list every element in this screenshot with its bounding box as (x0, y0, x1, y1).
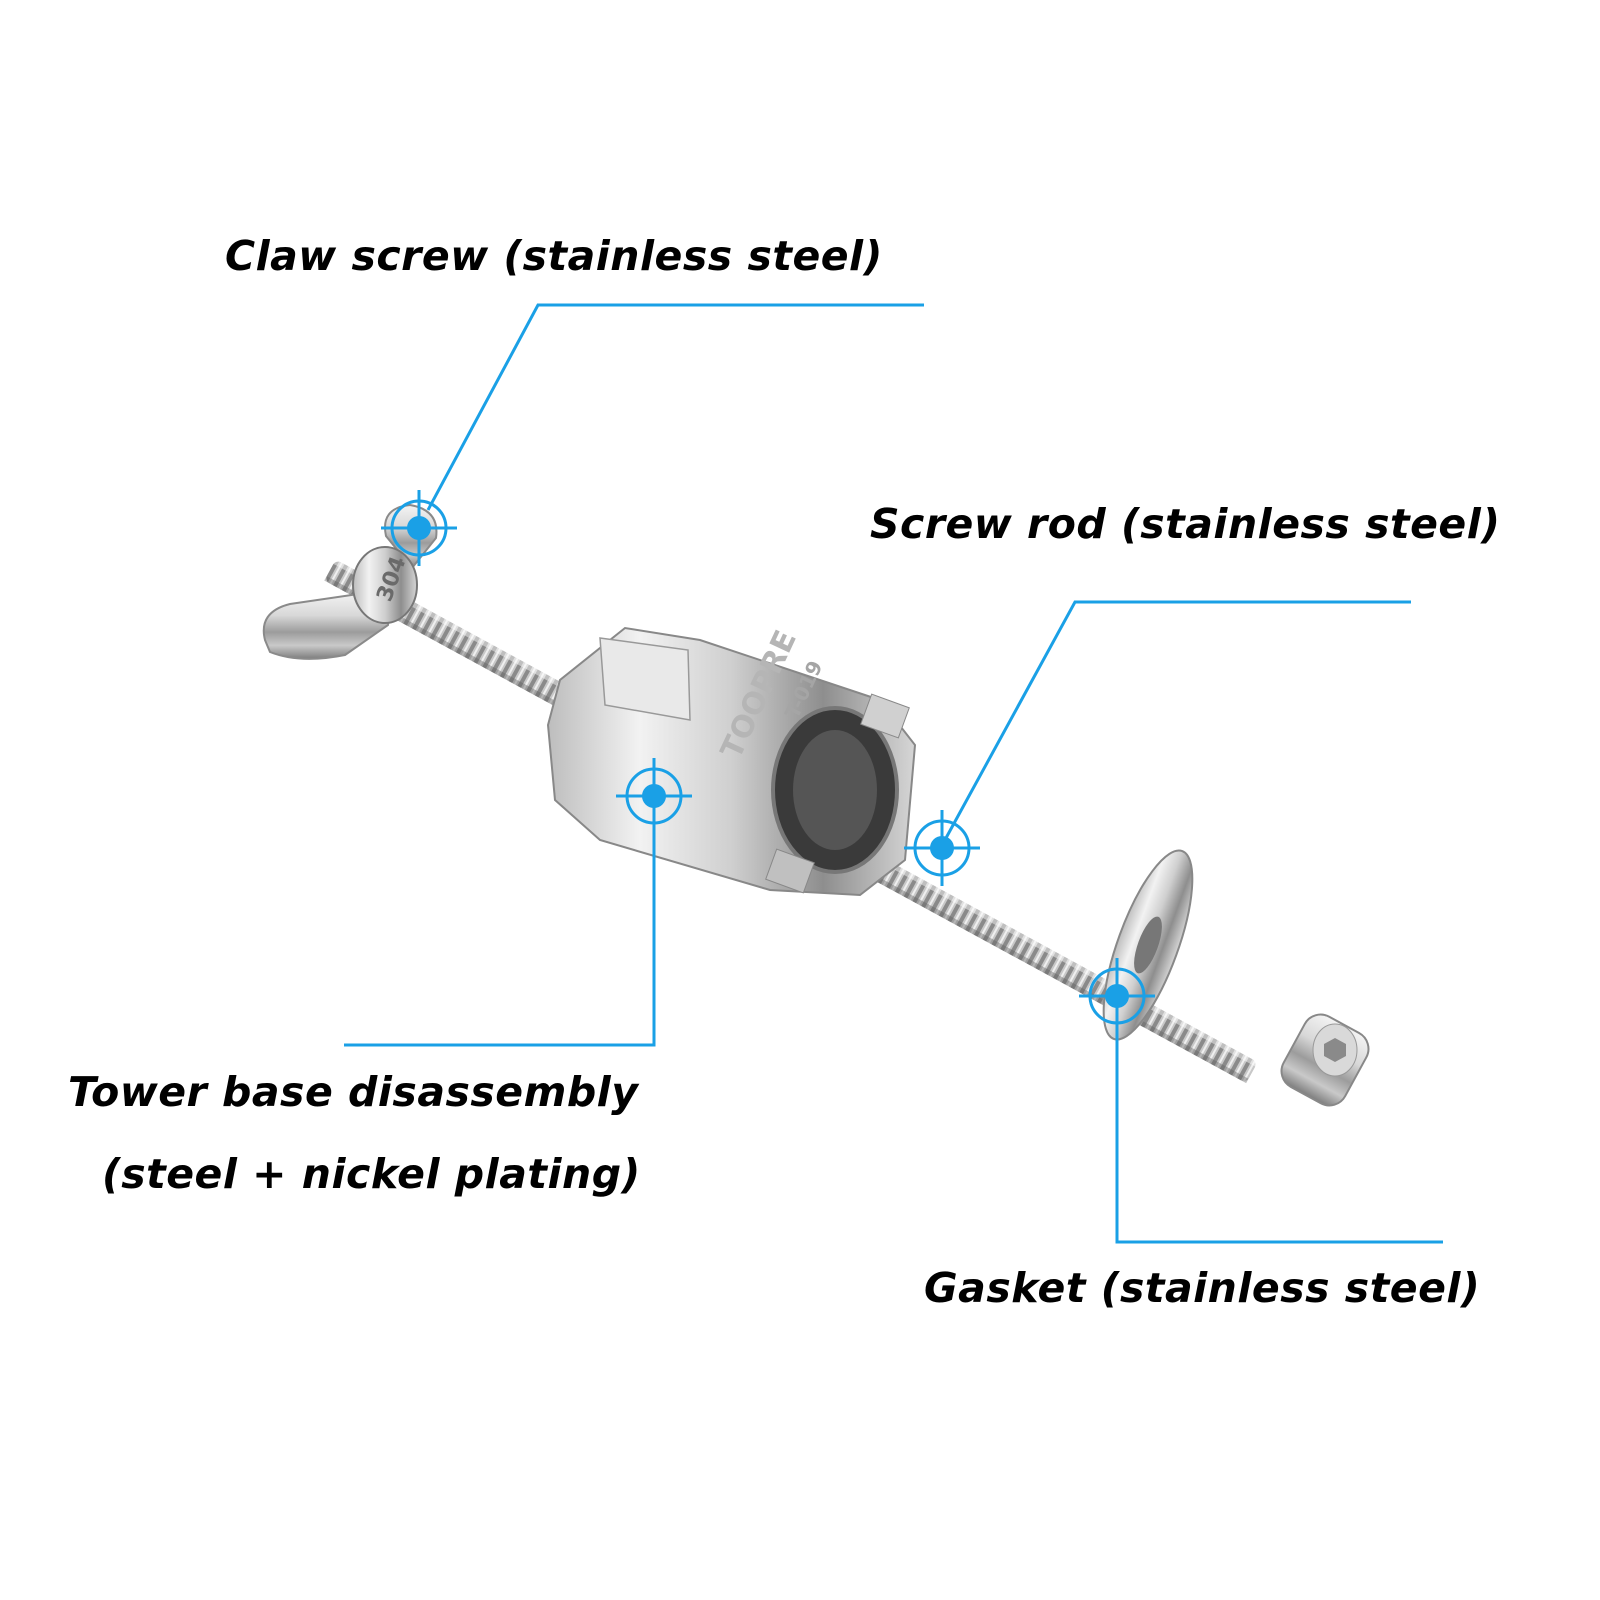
tower-base-label-line1: Tower base disassembly (68, 1068, 639, 1116)
gasket-leader (1115, 996, 1443, 1244)
crosshair-target-icon (616, 758, 692, 834)
claw-screw-label: Claw screw (stainless steel) (225, 232, 883, 280)
tower-base-socket: TOOPRE T-019 (546, 625, 917, 897)
screw-rod-label: Screw rod (stainless steel) (870, 500, 1501, 548)
bolt-head (1280, 1013, 1370, 1107)
tool-illustration: 304 TOOPRE T-019 (262, 503, 1370, 1107)
screw-rod-leader (944, 600, 1411, 839)
callout-lines (344, 303, 1443, 1244)
gasket-label: Gasket (stainless steel) (924, 1264, 1481, 1312)
claw-screw-leader (426, 303, 924, 511)
claw-screw-wing-nut: 304 (262, 503, 438, 660)
crosshair-target-icon (381, 490, 457, 566)
tower-base-label-line2: (steel + nickel plating) (102, 1150, 641, 1198)
crosshair-target-icon (1079, 958, 1155, 1034)
tower-base-leader (344, 796, 656, 1047)
crosshair-target-icon (904, 810, 980, 886)
